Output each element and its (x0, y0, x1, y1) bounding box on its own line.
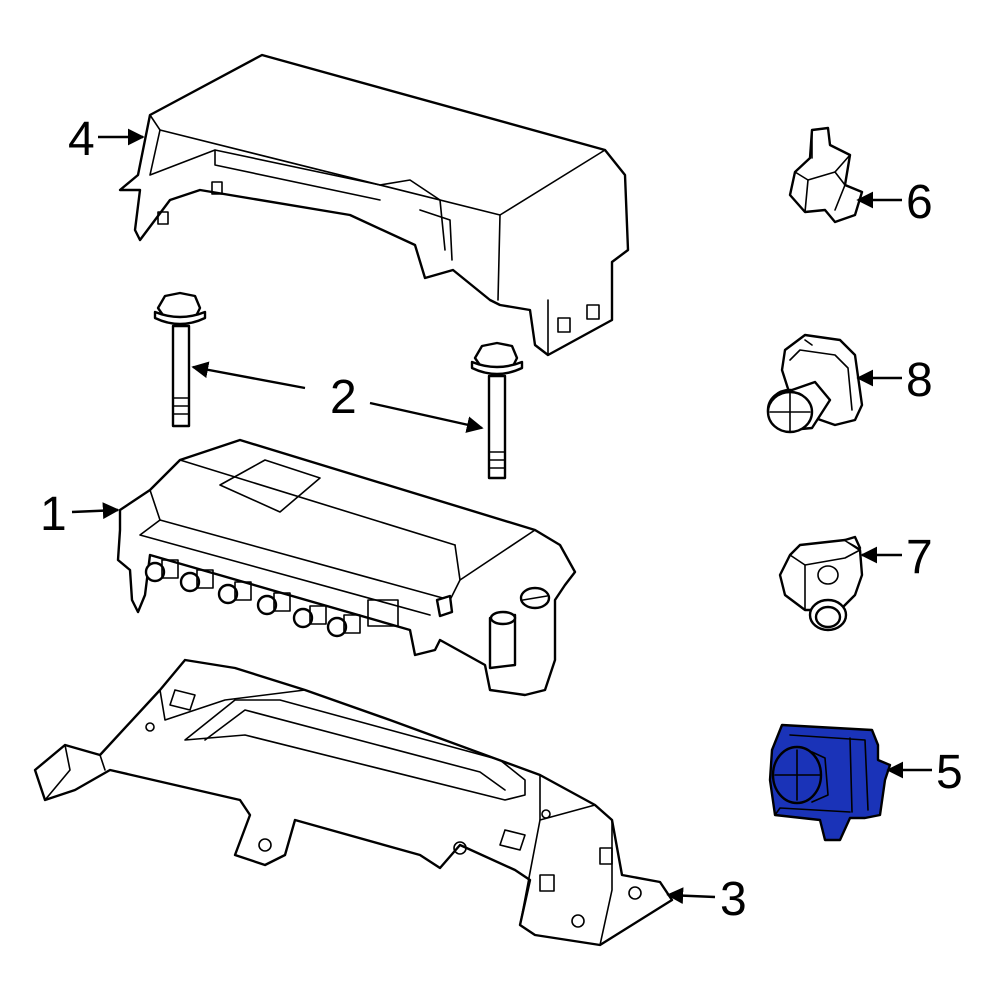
leader-arrow-2b (369, 401, 484, 433)
callout-8: 8 (906, 354, 933, 407)
part-2-bolt-right[interactable] (470, 341, 524, 480)
part-7-sensor[interactable] (778, 535, 864, 632)
part-8-sensor[interactable] (766, 333, 864, 434)
callout-7: 7 (906, 531, 933, 584)
leader-arrow-2a (191, 361, 306, 390)
callout-3: 3 (720, 873, 747, 926)
callout-4: 4 (68, 113, 95, 166)
part-2-bolt-left[interactable] (153, 291, 207, 428)
part-1-module[interactable] (116, 438, 577, 697)
part-3-bracket[interactable] (33, 658, 674, 947)
part-6-sensor[interactable] (788, 126, 864, 224)
leader-arrow-3 (666, 887, 716, 905)
callout-labels: 4 2 1 3 6 8 7 5 (40, 113, 963, 926)
callout-1: 1 (40, 488, 67, 541)
part-4-cover[interactable] (118, 53, 630, 357)
part-5-sensor-highlighted[interactable] (768, 723, 892, 842)
callout-6: 6 (906, 176, 933, 229)
callout-5: 5 (936, 746, 963, 799)
callout-2: 2 (330, 371, 357, 424)
leader-arrow-1 (71, 502, 120, 520)
leader-arrows (71, 128, 932, 905)
